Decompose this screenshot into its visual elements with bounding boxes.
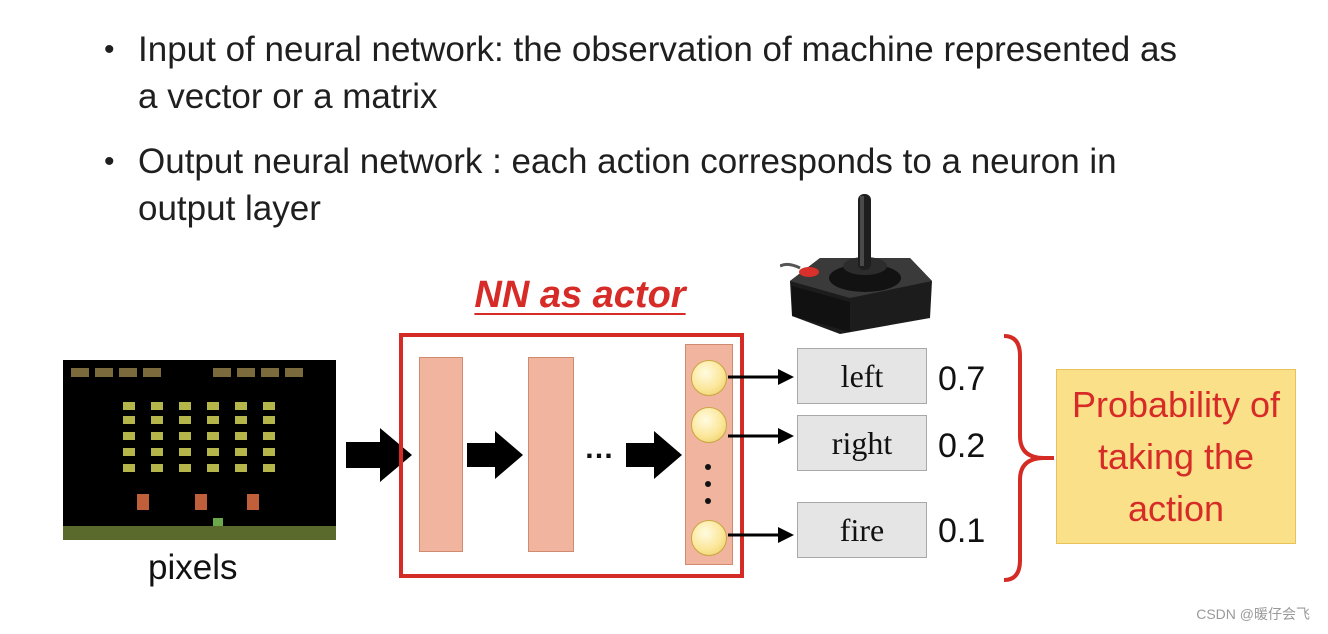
output-arrows — [728, 369, 794, 543]
diagram-title: NN as actor — [474, 274, 686, 316]
bullet-item-output: • Output neural network : each action co… — [100, 138, 1200, 232]
output-neuron-right — [691, 407, 727, 443]
probability-left: 0.7 — [938, 360, 986, 398]
bullet-dot-icon: • — [104, 33, 115, 66]
arrow-icon — [467, 431, 523, 479]
probability-right: 0.2 — [938, 427, 986, 465]
bullet-item-input: • Input of neural network: the observati… — [100, 26, 1200, 120]
output-neuron-fire — [691, 520, 727, 556]
action-left: left — [797, 348, 927, 404]
layers-ellipsis: … — [584, 432, 614, 465]
bullet-text-output: Output neural network : each action corr… — [138, 142, 1117, 228]
hidden-layer-2 — [528, 357, 574, 552]
bullet-list: • Input of neural network: the observati… — [100, 26, 1200, 250]
game-screen-image — [63, 360, 336, 540]
arrow-icon — [346, 428, 412, 482]
watermark: CSDN @暖仔会飞 — [1196, 606, 1310, 622]
space-invaders-graphic — [63, 368, 336, 540]
output-neuron-left — [691, 360, 727, 396]
probability-description-box: Probability of taking the action — [1056, 369, 1296, 544]
probability-fire: 0.1 — [938, 512, 986, 550]
action-right: right — [797, 415, 927, 471]
vertical-dot — [705, 464, 711, 470]
hidden-layer-1 — [419, 357, 463, 552]
input-label: pixels — [148, 548, 238, 587]
bullet-dot-icon: • — [104, 145, 115, 178]
action-fire: fire — [797, 502, 927, 558]
vertical-dot — [705, 498, 711, 504]
arrow-icon — [626, 431, 682, 479]
nn-actor-box — [399, 333, 744, 578]
bullet-text-input: Input of neural network: the observation… — [138, 30, 1177, 116]
vertical-dot — [705, 481, 711, 487]
joystick-icon — [780, 194, 932, 334]
brace-icon — [1003, 334, 1054, 582]
